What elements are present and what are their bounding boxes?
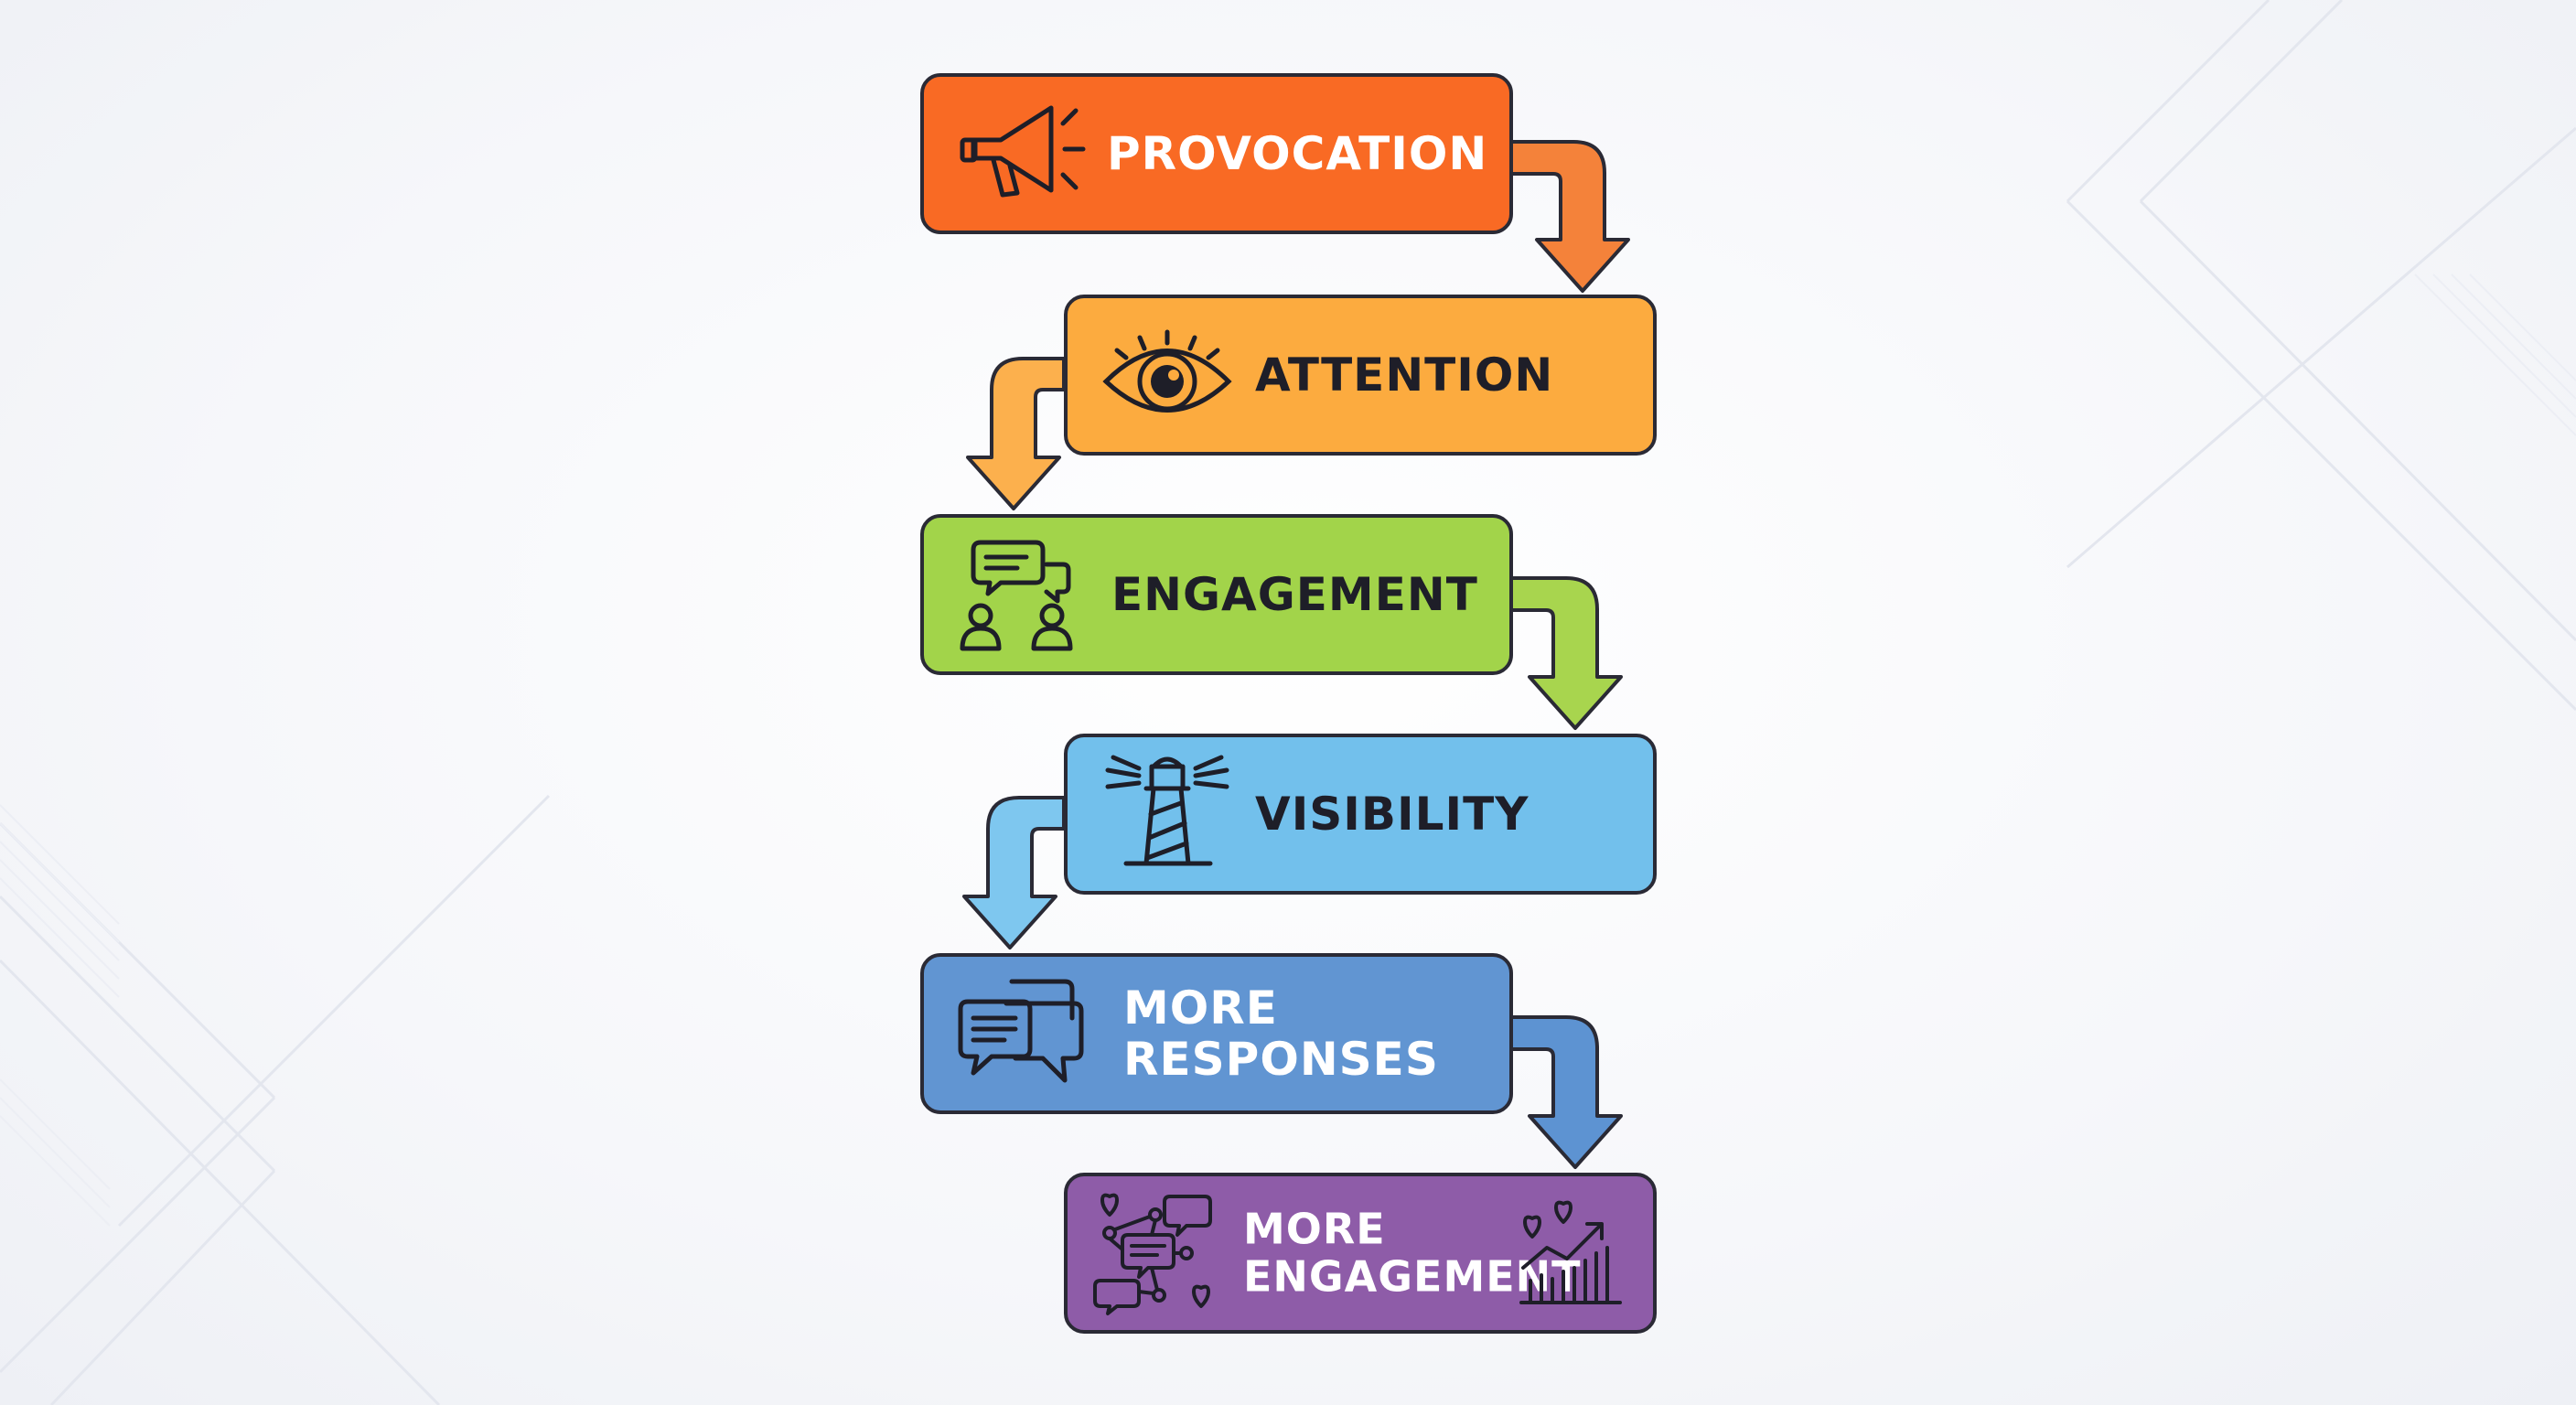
megaphone-icon	[960, 105, 1086, 198]
growth-chart-hearts-icon	[1519, 1200, 1622, 1304]
step-label: ATTENTION	[1255, 349, 1553, 401]
eye-icon	[1102, 329, 1232, 413]
label-line: ENGAGEMENT	[1111, 568, 1478, 621]
arrow-engagement-to-visibility	[1508, 576, 1623, 730]
label-line: VISIBILITY	[1255, 788, 1530, 841]
arrow-visibility-to-more-responses	[962, 796, 1066, 949]
label-line: PROVOCATION	[1107, 127, 1488, 180]
step-more-responses: MORE RESPONSES	[920, 953, 1513, 1114]
step-label: ENGAGEMENT	[1111, 569, 1478, 620]
conversation-people-icon	[960, 540, 1073, 651]
label-line: ENGAGEMENT	[1243, 1251, 1582, 1301]
label-line: RESPONSES	[1123, 1033, 1439, 1086]
step-label: MORE RESPONSES	[1123, 982, 1439, 1085]
step-label: PROVOCATION	[1107, 128, 1487, 179]
step-engagement: ENGAGEMENT	[920, 514, 1513, 675]
label-line: MORE	[1243, 1204, 1386, 1254]
label-line: MORE	[1123, 981, 1278, 1035]
step-label: VISIBILITY	[1255, 788, 1529, 840]
chat-bubbles-icon	[958, 979, 1084, 1083]
step-visibility: VISIBILITY	[1064, 734, 1657, 895]
step-provocation: PROVOCATION	[920, 73, 1513, 234]
lighthouse-icon	[1105, 755, 1229, 866]
arrow-attention-to-engagement	[966, 357, 1066, 510]
arrow-more-responses-to-more-engagement	[1508, 1015, 1623, 1169]
network-chat-icon	[1093, 1193, 1212, 1315]
arrow-provocation-to-attention	[1508, 140, 1630, 293]
step-attention: ATTENTION	[1064, 295, 1657, 456]
label-line: ATTENTION	[1255, 349, 1554, 402]
step-label: MORE ENGAGEMENT	[1243, 1206, 1582, 1300]
step-more-engagement: MORE ENGAGEMENT	[1064, 1173, 1657, 1334]
